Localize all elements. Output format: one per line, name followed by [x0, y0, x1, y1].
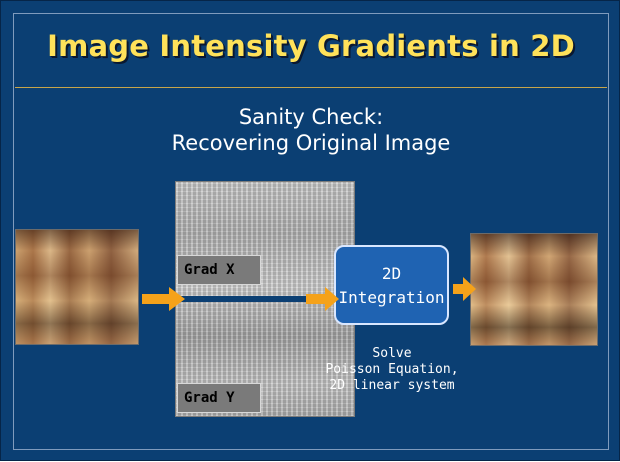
caption-line-3: 2D linear system [329, 378, 455, 393]
grad-y-label: Grad Y [177, 383, 261, 413]
title-underline [15, 87, 607, 88]
slide-title: Image Intensity Gradients in 2D [47, 29, 575, 63]
grad-x-label: Grad X [177, 255, 261, 285]
original-image-thumbnail [15, 229, 139, 345]
subtitle-line-1: Sanity Check: [238, 105, 384, 129]
integration-box: 2D Integration [334, 245, 449, 325]
integration-line-2: Integration [338, 288, 445, 307]
subtitle: Sanity Check: Recovering Original Image [1, 104, 620, 156]
integration-line-1: 2D [381, 264, 402, 283]
poisson-caption: Solve Poisson Equation, 2D linear system [322, 346, 462, 394]
gradient-panel-divider [175, 297, 355, 301]
subtitle-line-2: Recovering Original Image [171, 131, 451, 155]
caption-line-2: Poisson Equation, [325, 362, 459, 377]
caption-line-1: Solve [372, 346, 412, 361]
recovered-image-thumbnail [470, 233, 598, 346]
slide-frame [13, 13, 609, 450]
